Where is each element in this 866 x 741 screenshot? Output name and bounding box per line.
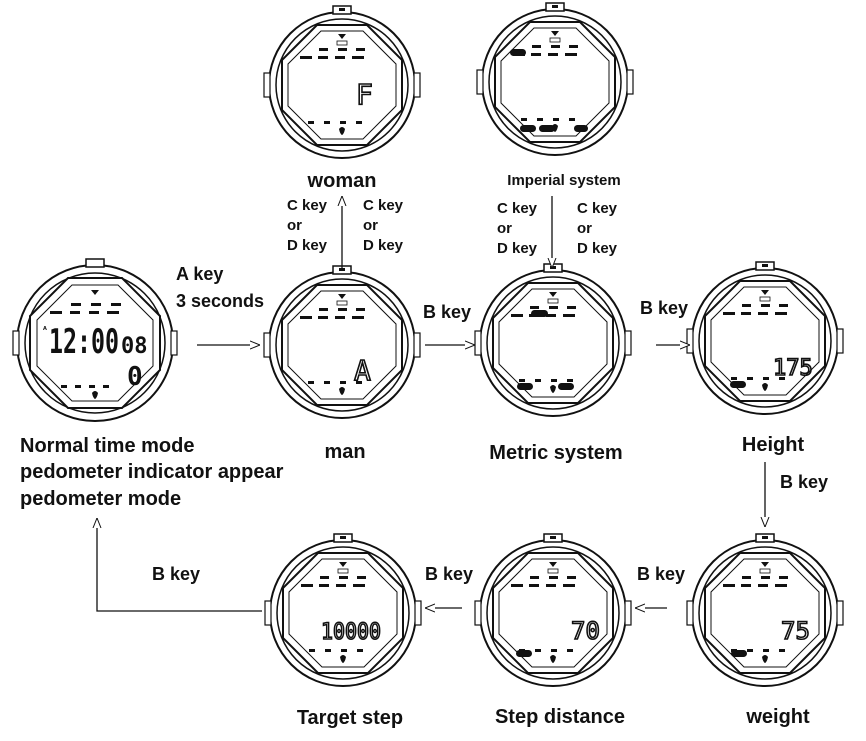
watch-start: A 12:00 08 0 [12,258,178,422]
unit-bar-metric-right [558,383,574,390]
unit-bar-height [730,381,746,388]
start-caption-2: pedometer indicator appear [20,461,284,483]
unit-bar-metric-top [531,310,548,317]
height-caption: Height [742,434,805,456]
b-key-stepdist-target: B key [425,564,473,584]
arrow-target-to-start [97,518,262,612]
woman-caption: woman [307,170,377,192]
cd-key-imp-left-1: C key [497,200,538,217]
watch-man: A [263,265,421,419]
woman-value: F [356,78,373,111]
watch-stepdist: 70 [474,533,632,687]
b-key-weight-stepdist: B key [637,564,685,584]
a-key-duration: 3 seconds [176,291,264,311]
cd-key-imp-right-1: C key [577,200,618,217]
cd-key-right-2: or [363,217,378,234]
cd-key-right-3: D key [363,237,404,254]
start-caption-1: Normal time mode [20,435,194,457]
cd-key-right-1: C key [363,197,404,214]
unit-bar-imperial-top [510,49,526,56]
cd-key-left-2: or [287,217,302,234]
watch-imperial [476,2,634,156]
target-value: 10000 [321,620,381,645]
cd-key-imp-right-2: or [577,220,592,237]
weight-value: 75 [781,617,810,645]
start-mode-digit: 0 [127,362,143,392]
height-value: 175 [773,356,813,381]
unit-bar-imperial-right [574,125,588,132]
cd-key-imp-left-3: D key [497,240,538,257]
b-key-man-metric: B key [423,302,471,322]
man-caption: man [324,441,365,463]
man-value: A [354,354,371,387]
b-key-metric-height: B key [640,298,688,318]
b-key-target-start: B key [152,564,200,584]
start-time: 12:00 [49,322,119,362]
metric-caption: Metric system [489,442,622,464]
unit-bar-imperial-left [520,125,536,132]
b-key-height-weight: B key [780,472,828,492]
watch-metric [474,263,632,417]
unit-bar-imperial-mid [539,125,555,132]
cd-key-imp-left-2: or [497,220,512,237]
start-seconds: 08 [121,334,148,359]
watch-woman: F [263,5,421,159]
stepdist-value: 70 [571,617,600,645]
unit-bar-weight [731,650,747,657]
start-caption-3: pedometer mode [20,488,181,510]
cd-key-left-3: D key [287,237,328,254]
target-caption: Target step [297,707,403,729]
imperial-caption: Imperial system [507,172,620,189]
watch-weight: 75 [686,533,844,687]
cd-key-imp-right-3: D key [577,240,618,257]
watch-height: 175 [686,261,844,415]
weight-caption: weight [745,706,810,728]
watch-target: 10000 [264,533,422,687]
cd-key-left-1: C key [287,197,328,214]
am-indicator: A [43,326,47,332]
unit-bar-metric-left [517,383,533,390]
unit-bar-stepdist [516,650,532,657]
a-key-label: A key [176,264,223,284]
stepdist-caption: Step distance [495,706,625,728]
